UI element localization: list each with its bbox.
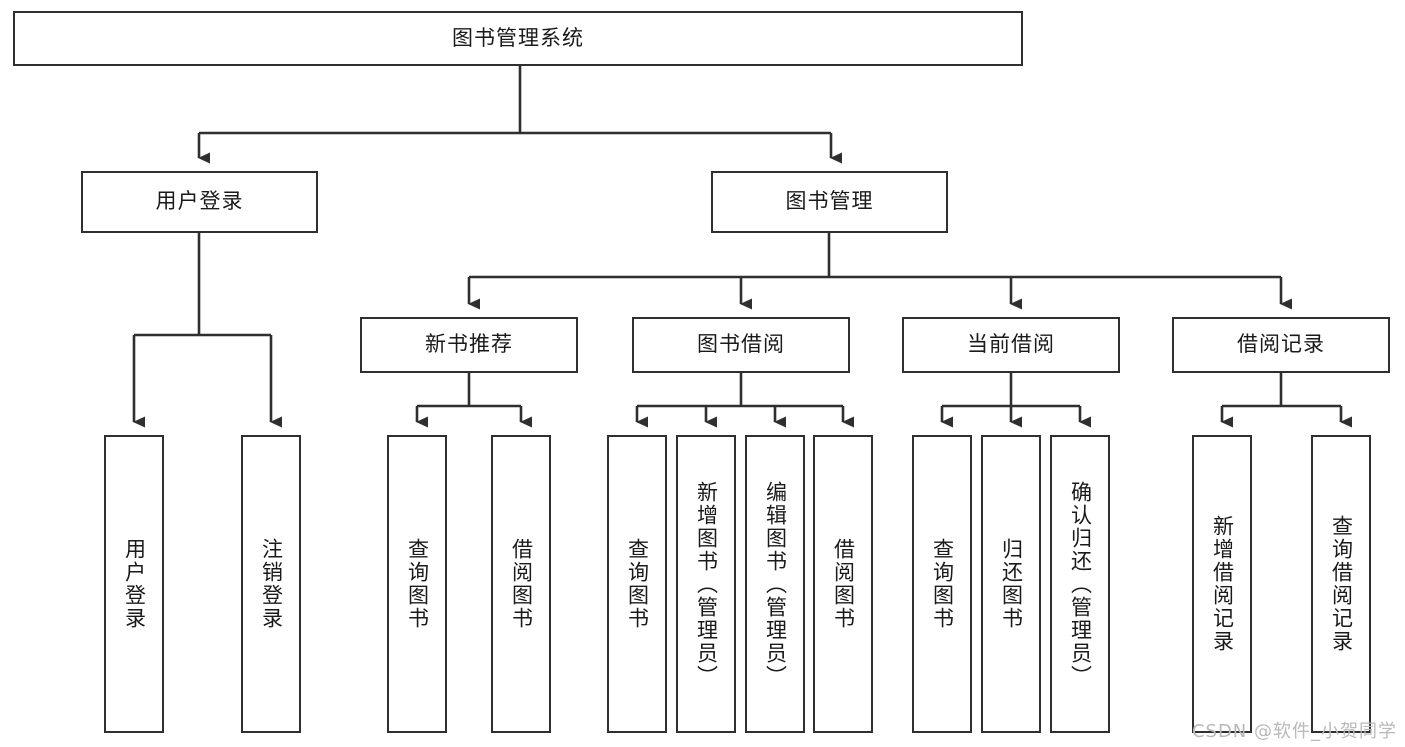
node-user-login[interactable]: 用户登录 [81,171,318,233]
leaf-logout[interactable]: 注销登录 [241,435,301,733]
node-label: 编辑图书（管理员） [763,480,788,688]
node-label: 图书管理 [785,189,874,214]
node-label: 借阅图书 [831,538,856,630]
node-label: 图书管理系统 [452,25,584,50]
node-label: 查询图书 [405,538,430,630]
leaf-borrow-book-2[interactable]: 借阅图书 [813,435,873,733]
leaf-borrow-book-1[interactable]: 借阅图书 [491,435,551,733]
leaf-confirm-return[interactable]: 确认归还（管理员） [1050,435,1110,733]
node-label: 借阅图书 [509,538,534,630]
node-label: 查询借阅记录 [1329,515,1354,653]
node-label: 用户登录 [122,538,147,630]
node-label: 确认归还（管理员） [1068,480,1093,688]
node-label: 新增图书（管理员） [694,480,719,688]
watermark: CSDN @软件_小贺同学 [1191,721,1397,742]
leaf-user-login[interactable]: 用户登录 [104,435,164,733]
node-book-borrow[interactable]: 图书借阅 [632,317,850,373]
node-label: 新增借阅记录 [1210,515,1235,653]
node-book-manage[interactable]: 图书管理 [711,171,948,233]
node-label: 借阅记录 [1237,332,1325,357]
node-label: 图书借阅 [697,332,785,357]
node-label: 查询图书 [930,538,955,630]
node-label: 查询图书 [625,538,650,630]
node-label: 归还图书 [999,538,1024,630]
leaf-query-book-2[interactable]: 查询图书 [607,435,667,733]
leaf-add-record[interactable]: 新增借阅记录 [1192,435,1252,733]
leaf-add-book[interactable]: 新增图书（管理员） [676,435,736,733]
leaf-query-book-3[interactable]: 查询图书 [912,435,972,733]
node-label: 当前借阅 [967,332,1055,357]
leaf-edit-book[interactable]: 编辑图书（管理员） [745,435,805,733]
node-root[interactable]: 图书管理系统 [13,11,1023,66]
node-borrow-record[interactable]: 借阅记录 [1172,317,1390,373]
node-new-book-recommend[interactable]: 新书推荐 [360,317,578,373]
leaf-query-book-1[interactable]: 查询图书 [387,435,447,733]
node-label: 注销登录 [259,538,284,630]
node-label: 用户登录 [155,189,244,214]
leaf-query-record[interactable]: 查询借阅记录 [1311,435,1371,733]
node-current-borrow[interactable]: 当前借阅 [902,317,1120,373]
leaf-return-book[interactable]: 归还图书 [981,435,1041,733]
node-label: 新书推荐 [425,332,513,357]
